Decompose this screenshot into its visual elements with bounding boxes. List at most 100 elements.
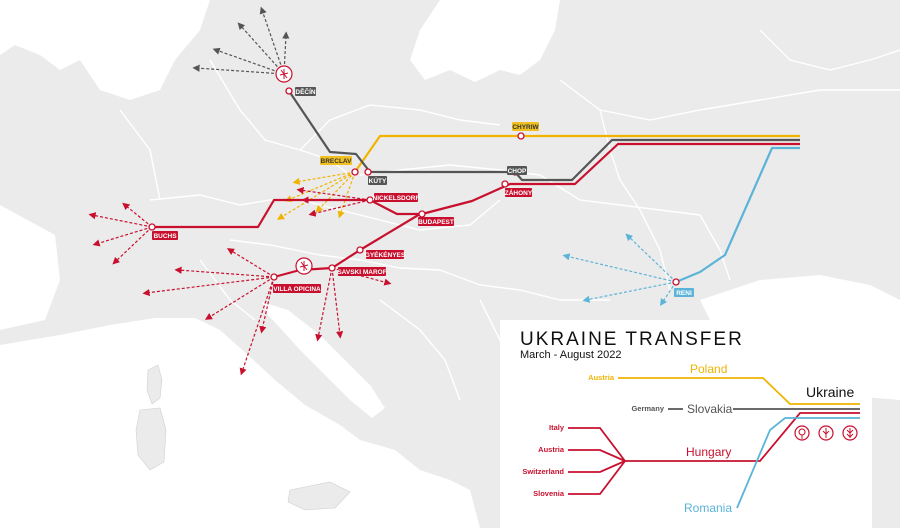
label-chyriw-box <box>512 122 539 131</box>
legend-line-switzerland <box>568 460 626 473</box>
station-dot-kuty <box>364 168 372 176</box>
corsica-island <box>146 364 163 405</box>
adriatic-sea <box>262 302 385 418</box>
station-chop-text: CHOP <box>508 168 527 175</box>
legend-background <box>500 320 872 528</box>
label-breclav-box <box>320 156 352 165</box>
station-dot-reni <box>672 278 680 286</box>
flow-arrow <box>174 266 275 278</box>
flow-arrow <box>212 47 285 75</box>
station-dot-savski-marof <box>328 264 336 272</box>
flow-arrow <box>142 276 275 297</box>
station-kuty-text: KÚTY <box>369 176 387 185</box>
border-8 <box>439 269 610 301</box>
baltic-sea <box>410 0 560 82</box>
station-dot-zahony <box>501 180 509 188</box>
flow-arrow <box>122 202 153 228</box>
corn-icon <box>279 69 289 79</box>
station-dot-decin <box>285 87 293 95</box>
legend-subtitle: March - August 2022 <box>520 349 622 361</box>
wheat-icon <box>299 261 309 271</box>
flow-arrow <box>112 226 153 265</box>
label-chyriw: CHYRIW <box>512 122 540 131</box>
station-savski-marof-text: SAVSKI MAROF <box>337 269 386 276</box>
station-decin-text: DĚČÍN <box>295 87 316 96</box>
islands <box>135 364 351 511</box>
legend-germany: Germany <box>631 404 664 413</box>
label-chop: CHOP <box>507 166 527 175</box>
legend-cargo-icons <box>794 425 858 441</box>
map-cargo-icon-decin <box>275 65 293 83</box>
legend-slovenia: Slovenia <box>533 489 565 498</box>
border-3 <box>299 104 501 151</box>
station-buchs-text: BUCHS <box>153 233 177 240</box>
flow-arrow <box>337 171 356 219</box>
label-savski-marof-box <box>338 267 386 276</box>
station-budapest-text: BUDAPEST <box>418 219 454 226</box>
label-villa-opicina: VILLA OPICINA <box>273 284 321 293</box>
border-13 <box>199 259 256 321</box>
flow-arrow <box>204 276 275 320</box>
border-14 <box>379 299 461 401</box>
station-zahony-text: ZÁHONY <box>505 188 533 197</box>
flow-arrow <box>582 281 677 303</box>
label-gyekenyes: GYÉKÉNYES <box>365 250 406 259</box>
station-gyekenyes-text: GYÉKÉNYES <box>365 250 406 259</box>
legend-line-slovenia <box>568 460 626 495</box>
legend-icon-ring-1 <box>794 425 810 441</box>
legend-hungary: Hungary <box>686 445 731 459</box>
flow-arrow <box>237 22 285 75</box>
station-dot-budapest <box>418 210 426 218</box>
label-reni-box <box>674 288 694 297</box>
label-buchs-box <box>152 231 178 240</box>
station-dot-breclav <box>351 168 359 176</box>
station-dot-gyekenyes <box>356 246 364 254</box>
flow-arrow <box>239 276 275 376</box>
border-6 <box>539 174 701 216</box>
label-decin: DĚČÍN <box>295 87 316 96</box>
label-kuty-box <box>368 176 387 185</box>
label-nickelsdorf: NICKELSDORF <box>373 193 419 202</box>
route-romania <box>675 146 800 284</box>
station-reni-text: RENI <box>676 290 692 297</box>
label-savski-marof: SAVSKI MAROF <box>337 267 387 276</box>
label-decin-box <box>295 87 316 96</box>
label-nickelsdorf-box <box>374 193 418 202</box>
sunflower-icon <box>798 428 806 439</box>
flow-arrow <box>284 171 356 202</box>
route-poland <box>354 134 800 173</box>
label-buchs: BUCHS <box>152 231 178 240</box>
label-villa-opicina-box <box>273 284 321 293</box>
border-7 <box>229 239 441 271</box>
flow-arrow <box>259 6 285 75</box>
flow-arrow <box>259 276 275 334</box>
flow-arrow <box>315 267 333 342</box>
legend-line-romania <box>736 417 860 509</box>
reni-outbound-flows <box>562 233 677 306</box>
label-reni: RENI <box>674 288 694 297</box>
flow-arrow <box>315 171 356 213</box>
legend-austria-top: Austria <box>588 373 615 382</box>
flow-arrow <box>226 248 275 278</box>
wheat-icon <box>846 428 854 438</box>
legend-poland: Poland <box>690 362 727 376</box>
flow-arrow <box>88 212 153 228</box>
legend-austria: Austria <box>538 445 565 454</box>
label-zahony: ZÁHONY <box>505 188 533 197</box>
border-16 <box>759 29 900 71</box>
legend-slovakia: Slovakia <box>687 402 733 416</box>
flow-arrow <box>296 186 371 201</box>
corn-icon <box>822 428 830 438</box>
legend-line-hungary <box>625 412 860 462</box>
sardinia-island <box>135 407 167 471</box>
station-labels: DĚČÍN BRECLAV KÚTY CHOP CHYRIW ZÁHONY NI… <box>152 87 694 297</box>
label-zahony-box <box>505 188 532 197</box>
legend-line-austria <box>568 449 626 462</box>
mediterranean-sea <box>0 318 480 528</box>
legend-title: UKRAINE TRANSFER <box>520 329 744 350</box>
label-budapest: BUDAPEST <box>418 217 454 226</box>
legend-switzerland: Switzerland <box>522 467 564 476</box>
flow-arrow <box>660 281 677 306</box>
